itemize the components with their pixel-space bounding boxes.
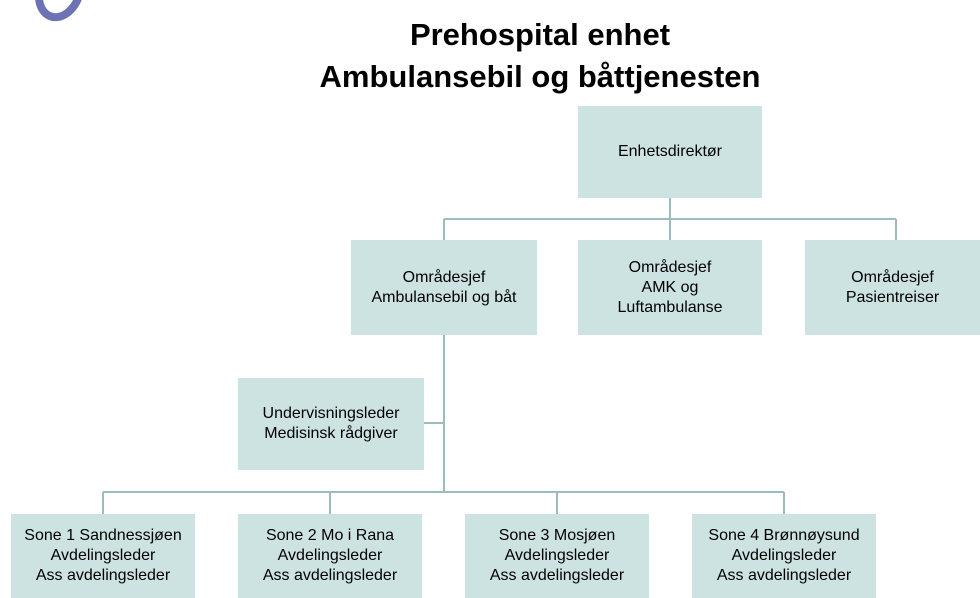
- node-label: Ass avdelingsleder: [716, 567, 852, 584]
- node-label: Områdesjef: [851, 268, 934, 286]
- node-label: Avdelingsleder: [504, 547, 610, 564]
- node-label: Undervisningsleder: [262, 405, 400, 422]
- node-sone-2: Sone 2 Mo i Rana Avdelingsleder Ass avde…: [238, 514, 422, 598]
- node-omradesjef-pasientreiser: Områdesjef Pasientreiser: [805, 240, 980, 335]
- node-label: Områdesjef: [402, 268, 486, 286]
- node-label: Ass avdelingsleder: [35, 567, 171, 584]
- node-sone-4: Sone 4 Brønnøysund Avdelingsleder Ass av…: [692, 514, 876, 598]
- node-label: Ass avdelingsleder: [489, 567, 625, 584]
- node-label: Sone 4 Brønnøysund: [708, 527, 860, 544]
- node-label: Avdelingsleder: [277, 547, 383, 564]
- node-omradesjef-ambulansebil: Områdesjef Ambulansebil og båt: [351, 240, 537, 335]
- node-label: Avdelingsleder: [50, 547, 156, 564]
- node-label: Ambulansebil og båt: [371, 288, 517, 306]
- node-label: Ass avdelingsleder: [262, 567, 398, 584]
- node-label: AMK og: [641, 278, 699, 296]
- node-omradesjef-amk: Områdesjef AMK og Luftambulanse: [578, 240, 762, 335]
- node-label: Luftambulanse: [617, 298, 723, 316]
- chart-title-line2: Ambulansebil og båttjenesten: [319, 59, 761, 94]
- node-label: Medisinsk rådgiver: [264, 425, 398, 442]
- node-undervisningsleder: Undervisningsleder Medisinsk rådgiver: [238, 378, 424, 470]
- node-label: Sone 3 Mosjøen: [498, 527, 616, 544]
- node-label: Enhetsdirektør: [617, 143, 723, 160]
- chart-title-line1: Prehospital enhet: [409, 17, 671, 52]
- node-sone-3: Sone 3 Mosjøen Avdelingsleder Ass avdeli…: [465, 514, 649, 598]
- node-label: Sone 2 Mo i Rana: [265, 527, 395, 544]
- node-label: Sone 1 Sandnessjøen: [24, 527, 182, 544]
- node-label: Pasientreiser: [845, 288, 940, 306]
- node-label: Avdelingsleder: [731, 547, 837, 564]
- node-sone-1: Sone 1 Sandnessjøen Avdelingsleder Ass a…: [11, 514, 195, 598]
- node-label: Områdesjef: [628, 258, 712, 276]
- node-enhetsdirektor: Enhetsdirektør: [578, 106, 762, 198]
